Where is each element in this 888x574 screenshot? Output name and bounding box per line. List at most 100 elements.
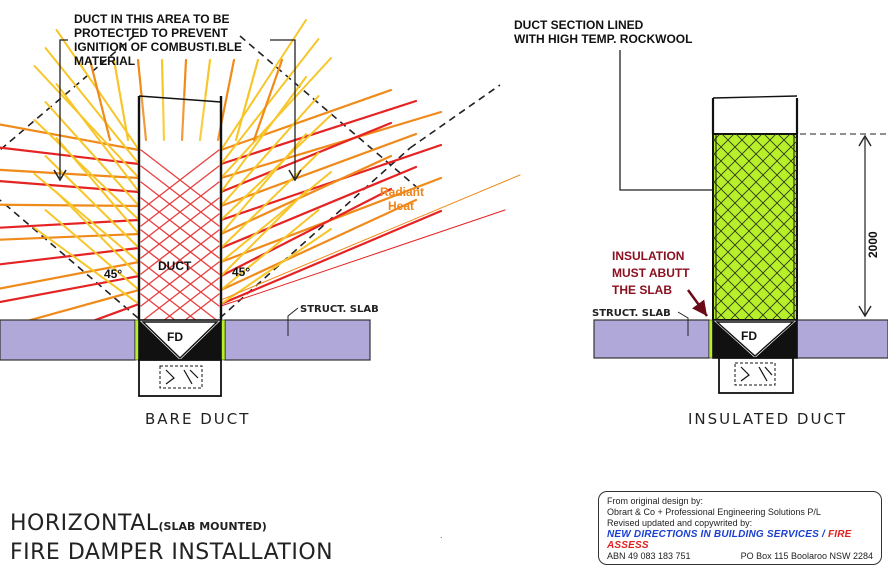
dimension-2000: 2000 (800, 133, 888, 318)
heat-ray (219, 88, 393, 152)
heat-ray (0, 260, 141, 290)
angle-label-left: 45° (104, 267, 122, 281)
svg-text:PROTECTED TO PREVENT: PROTECTED TO PREVENT (74, 26, 228, 40)
svg-text:WITH HIGH TEMP. ROCKWOOL: WITH HIGH TEMP. ROCKWOOL (514, 32, 692, 46)
svg-text:THE SLAB: THE SLAB (612, 283, 672, 297)
angle-label-right: 45° (232, 265, 250, 279)
heat-ray (140, 229, 220, 291)
slab-label-right: STRUCT. SLAB (592, 308, 671, 319)
heat-ray (252, 58, 284, 142)
heat-ray (55, 83, 140, 193)
credit-line3: Revised updated and copywrited by: (607, 518, 753, 528)
bare-duct-caption: BARE DUCT (145, 410, 250, 428)
heat-ray (0, 232, 141, 241)
heat-ray (220, 19, 307, 151)
heat-ray (220, 190, 307, 277)
heat-ray (44, 155, 140, 249)
svg-text:MUST ABUTT: MUST ABUTT (612, 266, 690, 280)
heat-ray (220, 95, 320, 207)
radiant-heat-label: Radiant (380, 185, 424, 199)
heat-ray (220, 114, 332, 221)
heat-ray (112, 58, 130, 142)
title-line2: FIRE DAMPER INSTALLATION (10, 540, 334, 565)
heat-ray (0, 123, 141, 152)
heat-ray (0, 180, 141, 194)
heat-ray (220, 171, 332, 263)
heat-ray (140, 197, 220, 259)
heat-ray (0, 218, 141, 229)
fire-damper-left: FD (138, 319, 222, 397)
diagram-title: HORIZONTAL(SLAB MOUNTED) FIRE DAMPER INS… (10, 511, 333, 566)
insulated-duct (711, 95, 799, 321)
rockwool-note: DUCT SECTION LINED WITH HIGH TEMP. ROCKW… (514, 18, 740, 203)
heat-ray (0, 168, 141, 180)
heat-ray (220, 152, 320, 249)
credit-box: From original design by: Obrart & Co + P… (598, 491, 882, 565)
svg-text:IGNITION OF COMBUSTI.BLE: IGNITION OF COMBUSTI.BLE (74, 40, 242, 54)
heat-ray (219, 99, 418, 166)
heat-ray (0, 146, 141, 166)
structural-slab-left-b (224, 319, 371, 361)
svg-text:INSULATION: INSULATION (612, 249, 684, 263)
heat-ray (88, 58, 112, 142)
bare-duct (137, 95, 223, 320)
heat-ray (219, 209, 443, 306)
heat-ray (136, 58, 148, 142)
heat-ray (220, 209, 506, 307)
bare-duct-diagram: FD 45° 45° DUCT DUCT IN THIS AREA TO BE … (0, 12, 521, 428)
svg-text:DUCT SECTION LINED: DUCT SECTION LINED (514, 18, 644, 32)
damper-label-right: FD (741, 329, 757, 343)
heat-ray (44, 101, 140, 207)
heat-ray (140, 245, 220, 307)
credit-line2: Obrart & Co + Professional Engineering S… (607, 507, 821, 517)
heat-ray (219, 132, 418, 208)
heat-ray (44, 47, 140, 165)
heat-ray (0, 246, 141, 266)
damper-label-left: FD (167, 330, 183, 344)
heat-ray (220, 38, 320, 165)
credit-address: PO Box 115 Boolaroo NSW 2284 (740, 551, 873, 561)
heat-ray (140, 181, 220, 243)
heat-ray (220, 228, 332, 305)
heat-ray (219, 187, 393, 278)
heat-ray (140, 261, 220, 323)
duct-label: DUCT (158, 259, 192, 273)
heat-ray (198, 58, 212, 142)
credit-line1: From original design by: (607, 496, 704, 506)
heat-ray (140, 149, 220, 211)
heat-ray (33, 227, 140, 305)
svg-text:.: . (440, 531, 443, 540)
heat-ray (33, 173, 140, 263)
structural-slab-left-a (0, 319, 136, 361)
heat-ray (55, 137, 140, 235)
heat-ray (219, 110, 443, 180)
heat-ray (234, 58, 260, 142)
heat-ray (0, 203, 141, 208)
heat-ray (140, 213, 220, 275)
heat-ray (44, 209, 140, 291)
fire-damper-right: FD (712, 319, 798, 394)
credit-abn: ABN 49 083 183 751 (607, 551, 691, 561)
heat-ray (219, 121, 393, 194)
title-line1: HORIZONTAL (10, 511, 159, 536)
structural-slab-right-a (593, 319, 710, 359)
heat-ray (33, 119, 140, 221)
insulated-duct-caption: INSULATED DUCT (688, 410, 847, 428)
svg-text:Heat: Heat (388, 199, 414, 213)
svg-text:MATERIAL: MATERIAL (74, 54, 135, 68)
protection-note: DUCT IN THIS AREA TO BE PROTECTED TO PRE… (53, 12, 302, 182)
heat-ray (140, 165, 220, 227)
slab-label-left: STRUCT. SLAB (300, 304, 379, 315)
heat-ray (220, 209, 320, 291)
protection-zone-lines (0, 35, 501, 319)
heat-ray (220, 174, 521, 301)
heat-ray (219, 198, 418, 292)
heat-ray (160, 58, 166, 142)
svg-text:DUCT IN THIS AREA TO BE: DUCT IN THIS AREA TO BE (74, 12, 230, 26)
heat-ray (0, 274, 141, 304)
radiant-heat-rays (0, 19, 521, 357)
insulated-duct-diagram: DUCT SECTION LINED WITH HIGH TEMP. ROCKW… (514, 18, 888, 428)
heat-ray (220, 133, 307, 235)
heat-ray (220, 76, 307, 193)
